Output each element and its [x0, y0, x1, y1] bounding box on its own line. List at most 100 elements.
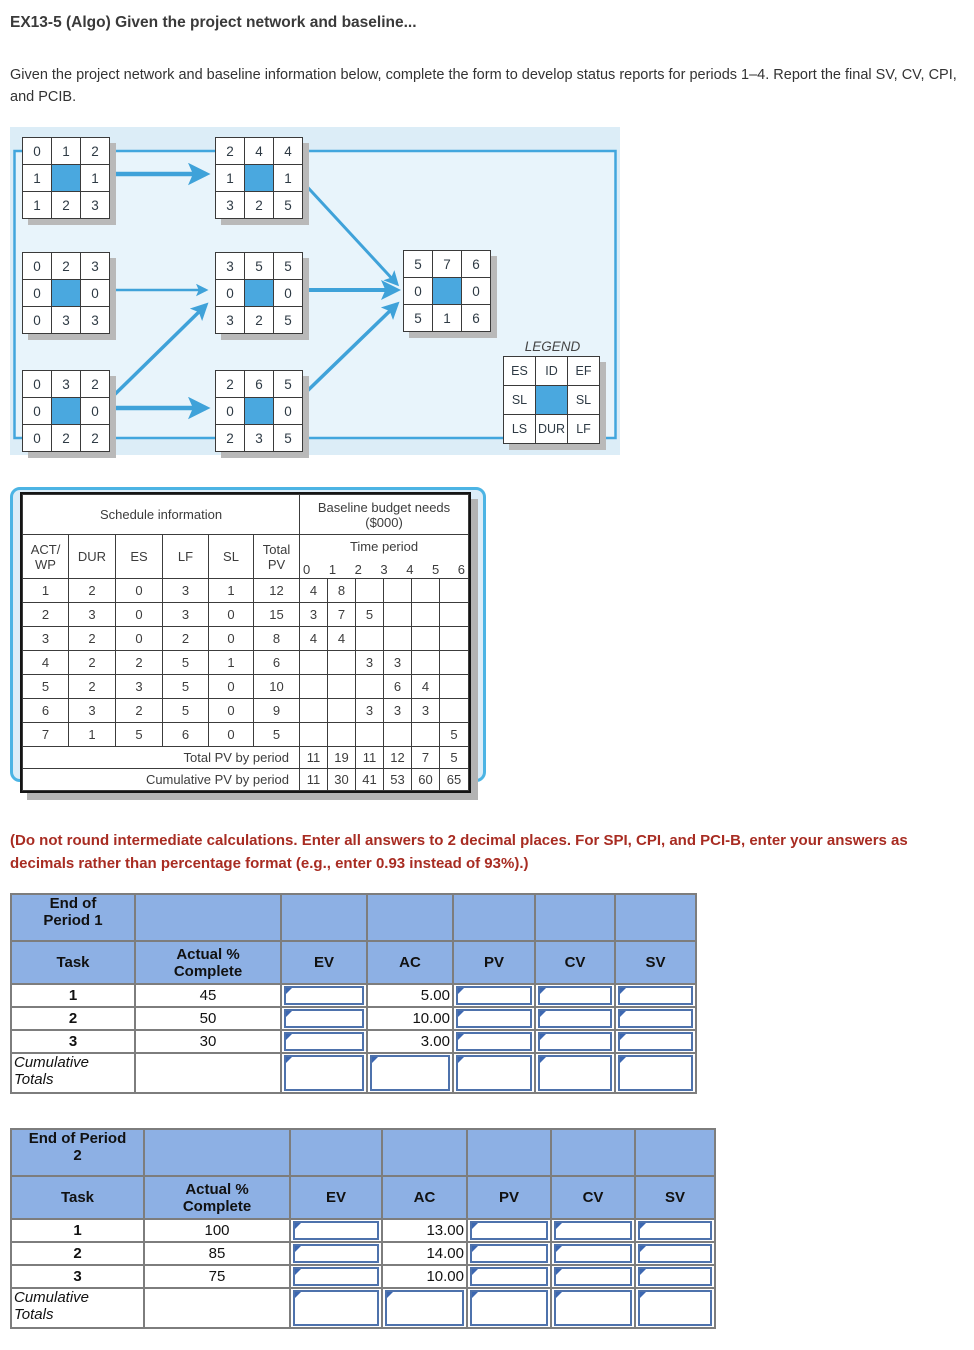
ac-cumulative-cell	[381, 1287, 468, 1329]
period-budget-cell: 5	[439, 722, 470, 747]
tick-label: 5	[432, 562, 440, 577]
ev-input-task-2[interactable]	[293, 1244, 379, 1263]
cumulative-totals-row: Cumulative Totals	[10, 1052, 697, 1094]
node-cell: 5	[274, 371, 302, 397]
cv-input-cumulative[interactable]	[538, 1055, 612, 1091]
column-header-task: Task	[10, 940, 136, 985]
period-budget-cell	[411, 626, 441, 651]
node-cell: 0	[404, 278, 432, 304]
period-budget-cell	[439, 578, 470, 603]
pv-input-task-1[interactable]	[470, 1221, 548, 1240]
node-cell: 0	[462, 278, 490, 304]
sv-cell	[614, 1006, 697, 1031]
pv-input-task-3[interactable]	[470, 1267, 548, 1286]
cv-input-task-3[interactable]	[538, 1032, 612, 1051]
period-budget-cell	[327, 722, 357, 747]
sv-cell	[634, 1264, 716, 1289]
pv-input-task-2[interactable]	[470, 1244, 548, 1263]
cv-cell	[534, 983, 616, 1008]
cv-input-task-1[interactable]	[538, 986, 612, 1005]
period-budget-cell	[411, 578, 441, 603]
ac-value: 5.00	[366, 983, 454, 1008]
column-header-sv: SV	[634, 1175, 716, 1220]
actual-percent-complete: 45	[134, 983, 282, 1008]
sv-input-cumulative[interactable]	[618, 1055, 693, 1091]
sv-input-task-3[interactable]	[638, 1267, 712, 1286]
schedule-cell: 2	[22, 602, 69, 627]
sv-cell	[614, 983, 697, 1008]
pv-input-cumulative[interactable]	[470, 1290, 548, 1326]
column-header-sv: SV	[614, 940, 697, 985]
schedule-cell: 10	[252, 674, 301, 699]
period-budget-cell: 7	[327, 602, 357, 627]
blank-header-cell	[366, 893, 454, 942]
ev-cell	[289, 1241, 383, 1266]
ac-cumulative-cell	[366, 1052, 454, 1094]
ev-input-task-1[interactable]	[284, 986, 364, 1005]
node-cell: 3	[216, 253, 244, 279]
cv-input-cumulative[interactable]	[554, 1290, 632, 1326]
column-header-cv: CV	[534, 940, 616, 985]
node-cell: 0	[23, 138, 51, 164]
sv-input-task-2[interactable]	[638, 1244, 712, 1263]
period-budget-cell	[439, 698, 470, 723]
legend-cell: LS	[504, 415, 535, 443]
node-cell: 3	[81, 192, 109, 218]
cv-input-task-1[interactable]	[554, 1221, 632, 1240]
blank-header-cell	[466, 1128, 552, 1177]
node-cell: 2	[52, 192, 80, 218]
period-budget-cell	[327, 674, 357, 699]
schedule-cell: 2	[68, 650, 116, 675]
node-cell: 1	[23, 192, 51, 218]
node-cell: 3	[81, 307, 109, 333]
sv-input-task-1[interactable]	[618, 986, 693, 1005]
legend-title: LEGEND	[524, 339, 581, 354]
column-header-ac: AC	[381, 1175, 468, 1220]
ev-input-task-1[interactable]	[293, 1221, 379, 1240]
node-cell: 4	[245, 138, 273, 164]
schedule-cell: 3	[162, 578, 209, 603]
period-budget-cell: 4	[327, 626, 357, 651]
legend-cell: SL	[568, 386, 599, 414]
pv-input-cumulative[interactable]	[456, 1055, 532, 1091]
ev-input-task-2[interactable]	[284, 1009, 364, 1028]
sv-input-task-1[interactable]	[638, 1221, 712, 1240]
pv-input-task-1[interactable]	[456, 986, 532, 1005]
schedule-cell: 2	[162, 626, 209, 651]
total-pv-row-value: 11	[299, 746, 329, 769]
ev-input-cumulative[interactable]	[293, 1290, 379, 1326]
ev-cell	[280, 1029, 368, 1054]
pv-input-task-2[interactable]	[456, 1009, 532, 1028]
node-cell: 0	[81, 398, 109, 424]
schedule-cell: 2	[68, 626, 116, 651]
ac-input-cumulative[interactable]	[385, 1290, 464, 1326]
schedule-cell: 5	[162, 698, 209, 723]
ev-input-cumulative[interactable]	[284, 1055, 364, 1091]
period-budget-cell	[383, 722, 413, 747]
sv-input-task-3[interactable]	[618, 1032, 693, 1051]
ev-input-task-3[interactable]	[293, 1267, 379, 1286]
cumulative-totals-label: Cumulative Totals	[10, 1052, 136, 1094]
sv-input-task-2[interactable]	[618, 1009, 693, 1028]
node-cell: 3	[245, 425, 273, 451]
blank-header-cell	[634, 1128, 716, 1177]
cv-input-task-2[interactable]	[554, 1244, 632, 1263]
schedule-table-wrap: Schedule information Baseline budget nee…	[20, 492, 472, 793]
node-id-cell	[52, 398, 80, 424]
ev-input-task-3[interactable]	[284, 1032, 364, 1051]
cv-input-task-3[interactable]	[554, 1267, 632, 1286]
node-cell: 7	[433, 251, 461, 277]
ac-input-cumulative[interactable]	[370, 1055, 450, 1091]
pv-input-task-3[interactable]	[456, 1032, 532, 1051]
period-title: End of Period 2	[10, 1128, 145, 1177]
schedule-cell: 0	[115, 578, 163, 603]
node-cell: 3	[52, 371, 80, 397]
sv-input-cumulative[interactable]	[638, 1290, 712, 1326]
cv-cumulative-cell	[550, 1287, 636, 1329]
cv-input-task-2[interactable]	[538, 1009, 612, 1028]
